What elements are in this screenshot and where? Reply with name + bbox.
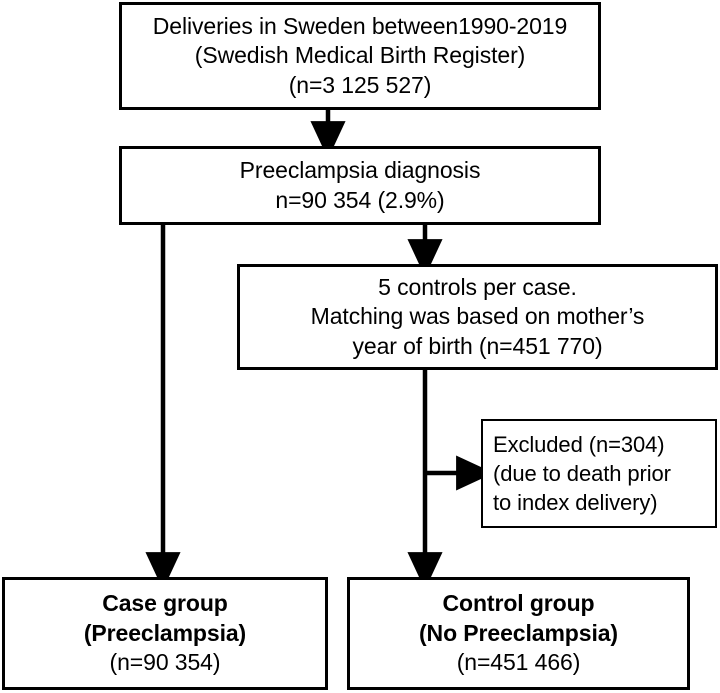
case-group-box: Case group (Preeclampsia) (n=90 354) bbox=[2, 577, 328, 690]
controls-line-3: year of birth (n=451 770) bbox=[352, 332, 603, 359]
deliveries-line-2: (Swedish Medical Birth Register) bbox=[194, 42, 526, 69]
control-group-line-2: (No Preeclampsia) bbox=[419, 619, 618, 646]
controls-matching-box: 5 controls per case. Matching was based … bbox=[237, 264, 718, 370]
case-group-line-1: Case group bbox=[102, 590, 228, 617]
case-group-line-2: (Preeclampsia) bbox=[83, 619, 247, 646]
excluded-line-1: Excluded (n=304) bbox=[493, 431, 665, 457]
deliveries-line-1: Deliveries in Sweden between1990-2019 bbox=[152, 12, 568, 39]
control-group-box: Control group (No Preeclampsia) (n=451 4… bbox=[347, 577, 690, 690]
deliveries-box: Deliveries in Sweden between1990-2019 (S… bbox=[119, 2, 601, 110]
case-group-line-3: (n=90 354) bbox=[109, 649, 221, 676]
controls-line-2: Matching was based on mother’s bbox=[310, 303, 645, 330]
excluded-box: Excluded (n=304) (due to death prior to … bbox=[481, 419, 717, 528]
preeclampsia-line-1: Preeclampsia diagnosis bbox=[239, 157, 481, 184]
preeclampsia-diagnosis-box: Preeclampsia diagnosis n=90 354 (2.9%) bbox=[119, 146, 601, 225]
control-group-line-3: (n=451 466) bbox=[456, 649, 581, 676]
preeclampsia-line-2: n=90 354 (2.9%) bbox=[275, 186, 445, 213]
control-group-line-1: Control group bbox=[442, 590, 595, 617]
excluded-line-2: (due to death prior bbox=[493, 460, 671, 486]
deliveries-line-3: (n=3 125 527) bbox=[288, 71, 432, 98]
excluded-line-3: to index delivery) bbox=[493, 490, 658, 516]
controls-line-1: 5 controls per case. bbox=[378, 273, 577, 300]
